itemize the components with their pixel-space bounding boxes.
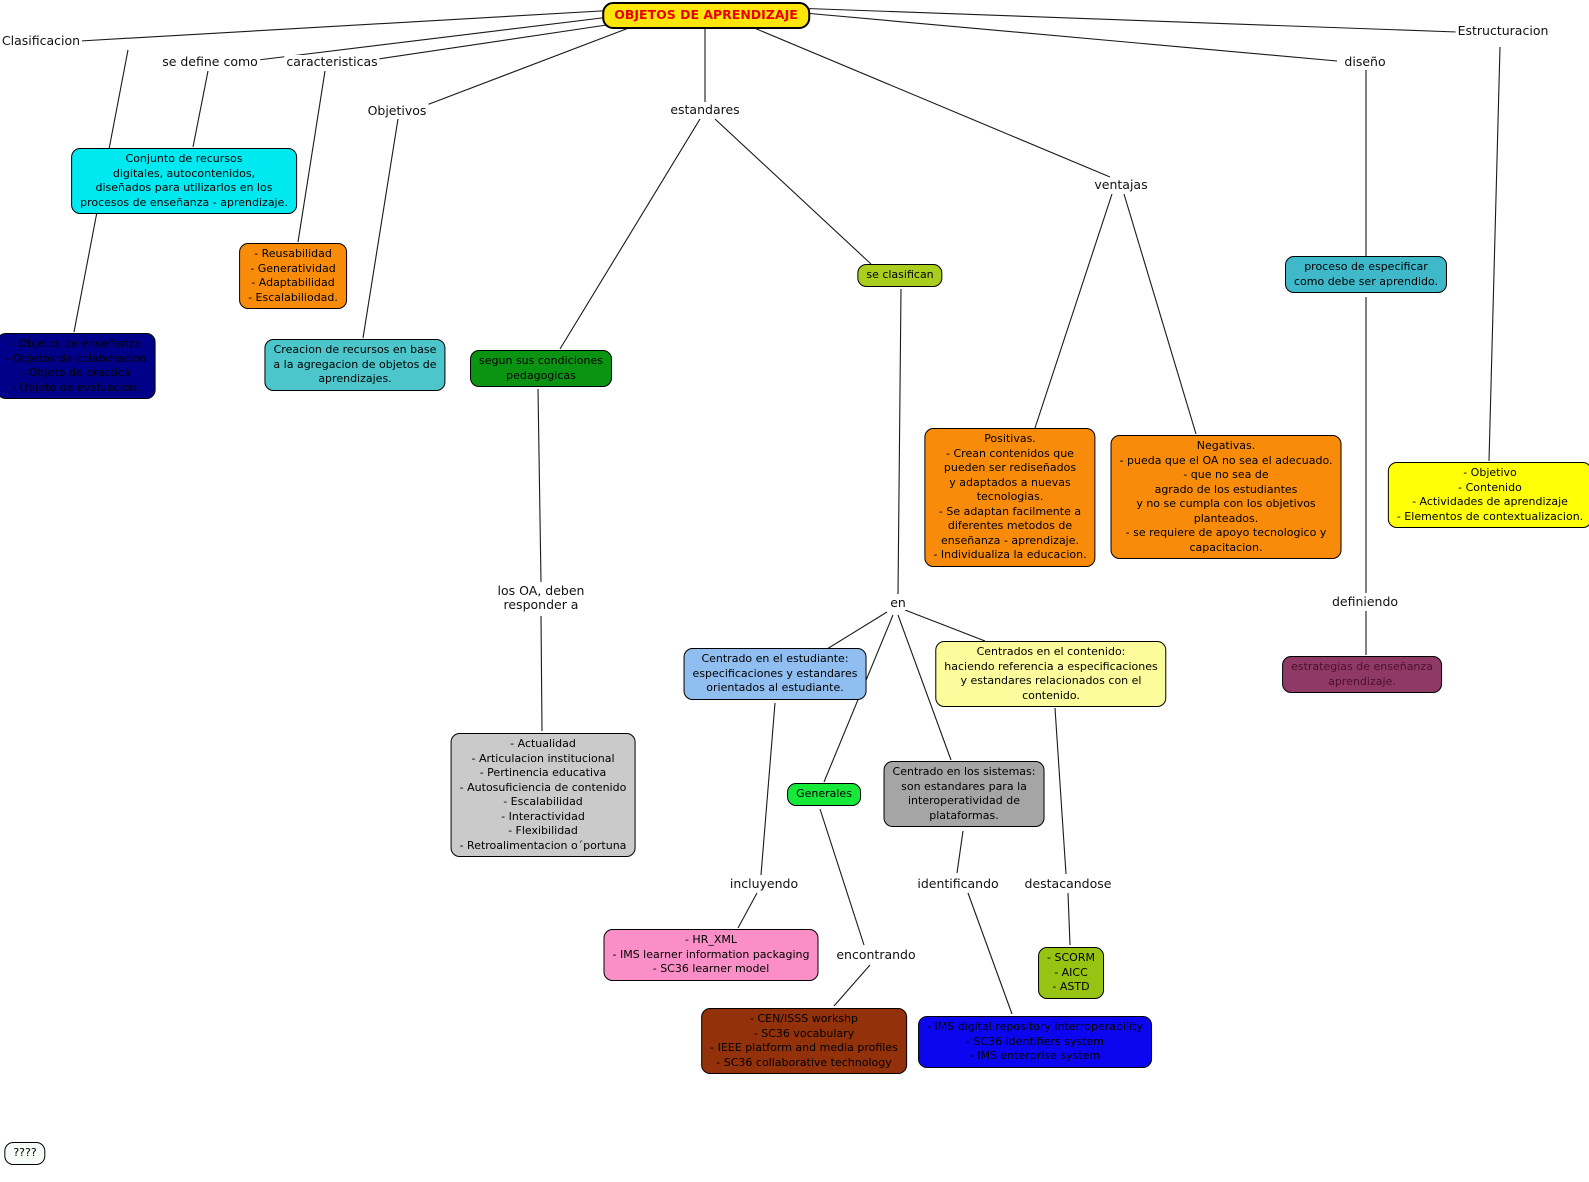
node-scorm-aicc-astd[interactable]: - SCORM - AICC - ASTD [1038,947,1104,999]
node-estandares-generales[interactable]: - CEN/ISSS workshp - SC36 vocabulary - I… [701,1008,907,1075]
link-label-se-define-como[interactable]: se define como [160,54,260,70]
node-proceso-diseno[interactable]: proceso de especificar como debe ser apr… [1284,256,1448,294]
node-ventajas-negativas[interactable]: Negativas. - pueda que el OA no sea el a… [1110,435,1342,560]
link-label-objetivos[interactable]: Objetivos [365,103,429,119]
link-label-caracteristicas[interactable]: caracteristicas [284,54,380,70]
node-criterios-oa[interactable]: - Actualidad - Articulacion instituciona… [450,733,636,858]
link-label-diseno[interactable]: diseño [1342,54,1388,70]
link-label-estructuracion[interactable]: Estructuracion [1455,23,1551,39]
node-tipos-objetos[interactable]: - Objetos de enseñanza - Objetos de cola… [0,333,156,400]
node-ventajas-positivas[interactable]: Positivas. - Crean contenidos que pueden… [924,428,1096,567]
link-label-estandares[interactable]: estandares [668,102,742,118]
node-estructura-elementos[interactable]: - Objetivo - Contenido - Actividades de … [1387,462,1589,529]
node-estandares-sistemas[interactable]: - IMS digital repository interroperabili… [918,1016,1152,1068]
link-label-incluyendo[interactable]: incluyendo [727,876,801,892]
link-label-los-oa-deben[interactable]: los OA, deben responder a [495,583,587,613]
link-label-destacandose[interactable]: destacandose [1022,876,1114,892]
node-objetos-de-aprendizaje[interactable]: OBJETOS DE APRENDIZAJE [602,2,810,29]
link-label-clasificacion[interactable]: Clasificacion [0,33,83,49]
node-centrado-sistemas[interactable]: Centrado en los sistemas: son estandares… [883,761,1045,828]
link-label-definiendo[interactable]: definiendo [1329,594,1401,610]
node-estandares-estudiante[interactable]: - HR_XML - IMS learner information packa… [603,929,819,981]
node-centrado-estudiante[interactable]: Centrado en el estudiante: especificacio… [683,648,867,700]
node-caracteristicas-lista[interactable]: - Reusabilidad - Generatividad - Adaptab… [239,243,347,310]
node-desconocido[interactable]: ???? [4,1142,46,1165]
link-label-identificando[interactable]: identificando [915,876,1001,892]
node-centrado-contenido[interactable]: Centrados en el contenido: haciendo refe… [935,641,1167,708]
link-label-encontrando[interactable]: encontrando [834,947,918,963]
link-label-ventajas[interactable]: ventajas [1092,177,1150,193]
node-definicion[interactable]: Conjunto de recursos digitales, autocont… [71,148,297,215]
node-se-clasifican[interactable]: se clasifican [857,264,943,287]
node-objetivos-definicion[interactable]: Creacion de recursos en base a la agrega… [264,339,446,391]
node-condiciones-pedagogicas[interactable]: segun sus condiciones pedagogicas [470,350,612,388]
link-label-en[interactable]: en [888,595,908,611]
node-estrategias[interactable]: estrategias de enseñanza aprendizaje. [1282,656,1442,694]
node-generales[interactable]: Generales [787,783,861,806]
